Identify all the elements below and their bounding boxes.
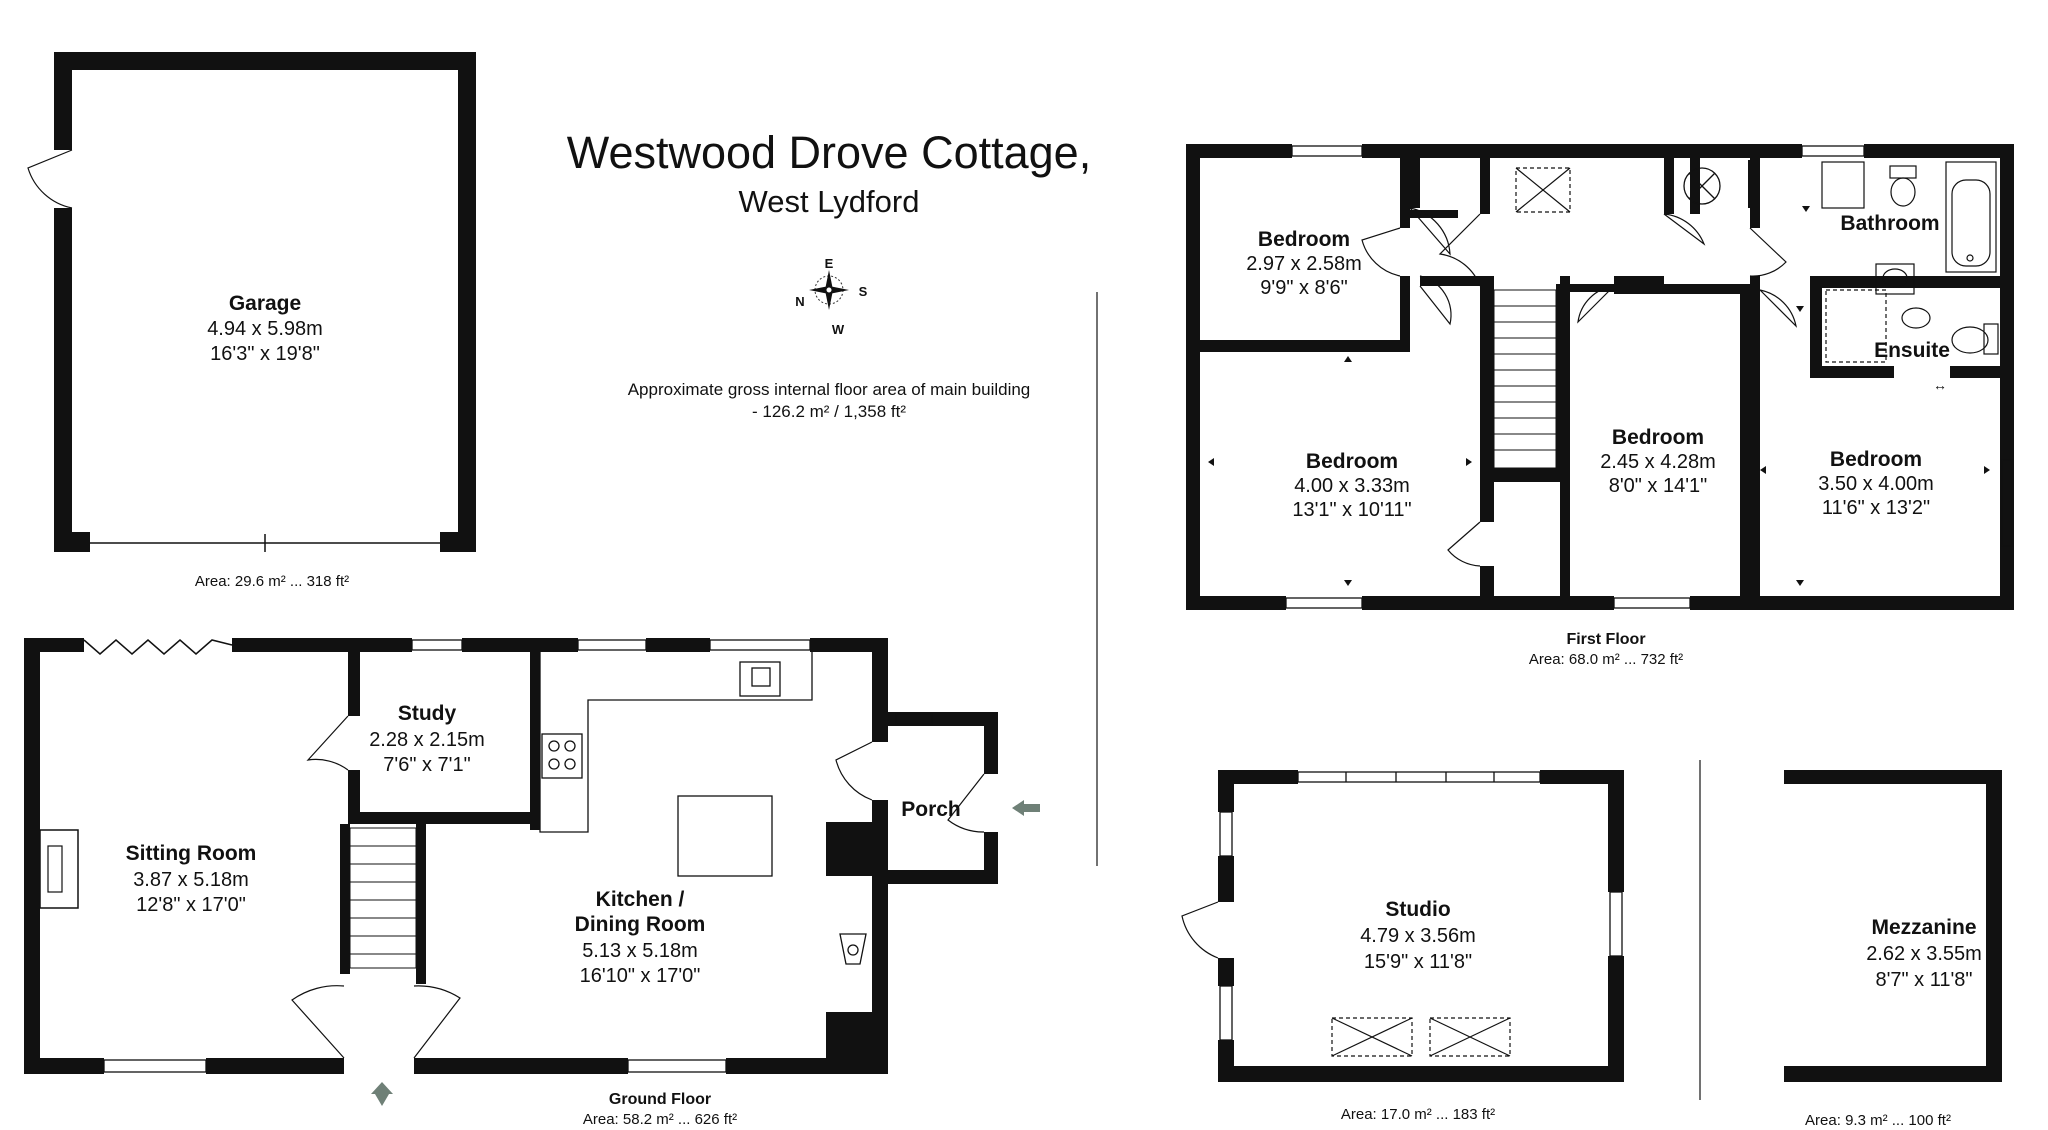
skylight-icon [1515, 167, 1571, 213]
sitting-room-imperial: 12'8" x 17'0" [136, 894, 246, 916]
mezzanine-imperial: 8'7" x 11'8" [1875, 969, 1972, 991]
bathroom-fixtures [1821, 161, 1999, 363]
marker-icon [1208, 206, 1990, 586]
window [103, 639, 933, 1073]
bathroom-name: Bathroom [1840, 212, 1939, 235]
kitchen-metric: 5.13 x 5.18m [582, 940, 698, 962]
studio-walls [1218, 770, 1624, 1082]
kitchen-imperial: 16'10" x 17'0" [580, 965, 701, 987]
mezzanine-metric: 2.62 x 3.55m [1866, 943, 1982, 965]
bedroom-b-metric: 4.00 x 3.33m [1294, 475, 1410, 497]
bedroom-d-metric: 3.50 x 4.00m [1818, 473, 1934, 495]
extractor-fan-icon [1683, 167, 1721, 205]
ground-floor-area: Area: 58.2 m² ... 626 ft² [583, 1111, 737, 1128]
staircase [1493, 289, 1557, 469]
fireplace-icon [39, 829, 79, 909]
garage-area: Area: 29.6 m² ... 318 ft² [195, 573, 349, 590]
door-swing [1361, 207, 1797, 567]
studio-metric: 4.79 x 3.56m [1360, 925, 1476, 947]
bifold-door [83, 639, 233, 655]
bedroom-c-name: Bedroom [1612, 426, 1704, 449]
study-name: Study [398, 702, 457, 725]
garage-name: Garage [229, 292, 301, 315]
window [1219, 771, 1623, 1041]
garage-metric: 4.94 x 5.98m [207, 318, 323, 340]
kitchen-name-line1: Kitchen / [596, 888, 685, 911]
compass-s: S [859, 284, 868, 299]
kitchen-name-line2: Dining Room [575, 913, 706, 936]
door-swing [27, 149, 73, 209]
bedroom-c-metric: 2.45 x 4.28m [1600, 451, 1716, 473]
entrance-arrow-icon [371, 1082, 393, 1106]
window [1285, 145, 2013, 609]
bedroom-c-imperial: 8'0" x 14'1" [1609, 475, 1708, 497]
ground-floor-walls [24, 638, 998, 1074]
sitting-room-name: Sitting Room [126, 842, 257, 865]
subtitle: West Lydford [739, 184, 920, 219]
bedroom-d-imperial: 11'6" x 13'2" [1822, 497, 1930, 519]
mezzanine-walls [1784, 770, 2002, 1082]
first-floor-walls [1186, 144, 2014, 610]
garage-walls [54, 52, 476, 552]
door-swing [1181, 901, 1219, 959]
mezzanine-name: Mezzanine [1871, 916, 1976, 939]
ground-floor-label: Ground Floor [609, 1091, 711, 1108]
door-swing [291, 715, 985, 1059]
first-floor-area: Area: 68.0 m² ... 732 ft² [1529, 651, 1683, 668]
entrance-arrow-icon [1012, 800, 1040, 816]
studio-imperial: 15'9" x 11'8" [1364, 951, 1472, 973]
bedroom-b-imperial: 13'1" x 10'11" [1292, 499, 1411, 521]
staircase [349, 827, 417, 969]
compass-n: N [795, 294, 804, 309]
kitchen-counter [539, 652, 867, 965]
compass-e: E [825, 256, 834, 271]
ensuite-name: Ensuite [1874, 339, 1950, 362]
title: Westwood Drove Cottage, [567, 127, 1091, 178]
studio-area: Area: 17.0 m² ... 183 ft² [1341, 1106, 1495, 1123]
garage-imperial: 16'3" x 19'8" [210, 343, 320, 365]
sliding-door-icon: ↔ [1933, 377, 1947, 393]
skylight-icon [1331, 1017, 1511, 1057]
studio-name: Studio [1385, 898, 1450, 921]
sitting-room-metric: 3.87 x 5.18m [133, 869, 249, 891]
porch-name: Porch [901, 798, 961, 821]
study-imperial: 7'6" x 7'1" [383, 754, 470, 776]
floor-area-note-line2: - 126.2 m² / 1,358 ft² [752, 402, 906, 421]
bedroom-d-name: Bedroom [1830, 448, 1922, 471]
study-metric: 2.28 x 2.15m [369, 729, 485, 751]
bedroom-a-name: Bedroom [1258, 228, 1350, 251]
compass-w: W [832, 322, 845, 337]
mezzanine-area: Area: 9.3 m² ... 100 ft² [1805, 1112, 1951, 1129]
floor-area-note-line1: Approximate gross internal floor area of… [628, 380, 1031, 399]
bedroom-b-name: Bedroom [1306, 450, 1398, 473]
bedroom-a-imperial: 9'9" x 8'6" [1260, 277, 1347, 299]
bedroom-a-metric: 2.97 x 2.58m [1246, 253, 1362, 275]
first-floor-label: First Floor [1566, 631, 1645, 648]
compass-icon [809, 270, 849, 310]
